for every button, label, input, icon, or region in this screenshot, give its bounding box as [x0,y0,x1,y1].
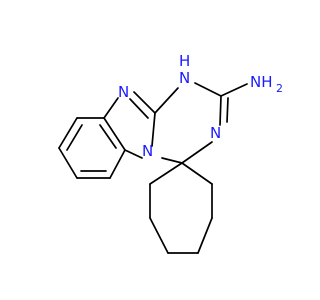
molecule-canvas: N H N NH 2 N N [58,52,283,254]
bond [219,95,222,126]
bond [194,82,222,97]
bond [181,141,213,164]
bond [154,87,179,114]
bond [103,97,119,119]
ring-nh-nitrogen-label: N [179,69,190,87]
bond [133,91,156,114]
bond-double [129,98,149,119]
cycloheptane-ring [149,162,213,254]
amine-subscript-label: 2 [276,82,283,95]
atom-labels: N H N NH 2 N N [118,52,283,160]
bond [149,162,183,185]
bond [58,117,78,149]
imidazole-ring [103,91,156,159]
amine-label: NH [250,73,273,91]
bond-double [99,124,117,149]
imine-nitrogen-label: N [118,83,129,101]
bond [124,149,143,159]
bond-double [66,124,83,151]
bond [109,149,126,179]
bond [220,83,248,97]
ring-nh-hydrogen-label: H [179,52,190,70]
bond [197,217,213,254]
bond [103,117,126,151]
bond-double [226,97,229,123]
bond [181,162,213,185]
bridge-nitrogen-label: N [142,142,153,160]
triazine-ring [154,82,248,164]
structure-drawing: N H N NH 2 N N [58,52,283,254]
bond [149,217,169,254]
bond [58,147,78,179]
bond [151,112,156,147]
bond [161,157,183,164]
benzene-ring [58,117,126,179]
triazine-nitrogen-label: N [210,124,221,142]
